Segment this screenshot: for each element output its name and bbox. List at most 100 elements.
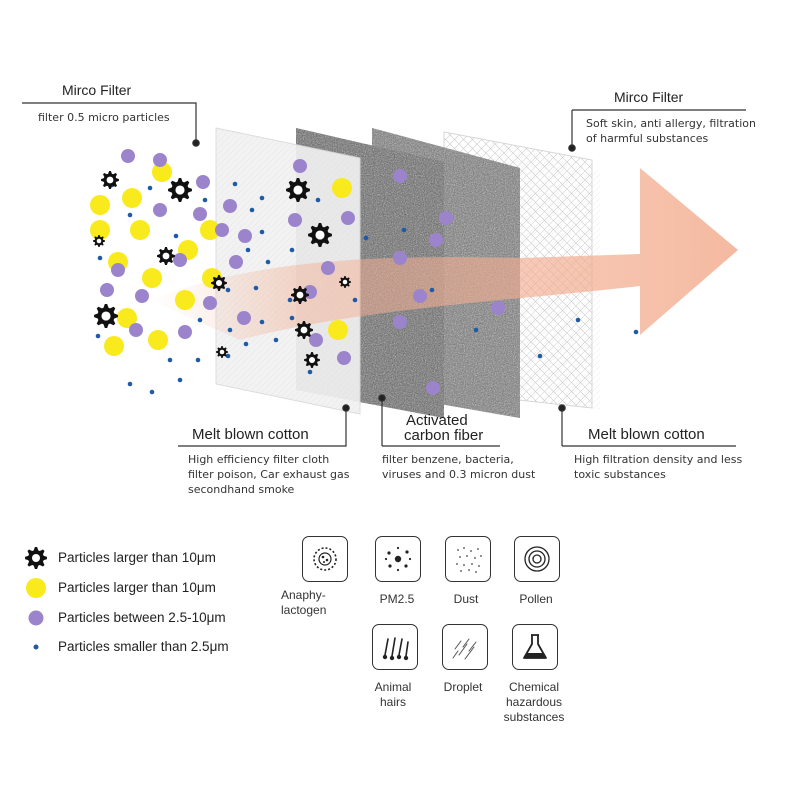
dust-label: Dust <box>453 592 479 606</box>
gear-particle <box>295 321 313 339</box>
dust-icon <box>445 536 491 582</box>
yellow-circle-icon <box>26 578 46 598</box>
blue-particle <box>243 341 249 347</box>
blue-particle <box>259 229 265 235</box>
anaphylactogen-label-2: lactogen <box>281 603 327 617</box>
blue-particle <box>315 197 321 203</box>
purple-particle <box>413 289 427 303</box>
purple-particle <box>203 296 217 310</box>
blue-particle <box>289 247 295 253</box>
yellow-particle <box>130 220 150 240</box>
blue-particle <box>473 327 479 333</box>
blue-particle <box>352 297 358 303</box>
legend-markers <box>25 547 47 650</box>
blue-particle <box>401 227 407 233</box>
blue-particle <box>225 353 231 359</box>
purple-particle <box>223 199 237 213</box>
blue-particle <box>195 357 201 363</box>
purple-particle <box>439 211 453 225</box>
yellow-particle <box>328 320 348 340</box>
purple-particle <box>321 261 335 275</box>
gear-particle <box>157 247 175 265</box>
blue-particle <box>259 195 265 201</box>
purple-particle <box>196 175 210 189</box>
blue-particle <box>232 181 238 187</box>
carbon-title-2: carbon fiber <box>404 427 484 444</box>
chemical-label-1: Chemical <box>508 680 559 694</box>
purple-particle <box>238 229 252 243</box>
melt-left-desc-2: filter poison, Car exhaust gas <box>188 468 350 481</box>
blue-particle <box>197 317 203 323</box>
yellow-particle <box>152 162 172 182</box>
gear-particle <box>286 178 310 202</box>
droplet-label: Droplet <box>443 680 483 694</box>
purple-particle <box>173 253 187 267</box>
animal-hairs-icon <box>372 624 418 670</box>
blue-particle <box>173 233 179 239</box>
top-right-desc-2: of harmful substances <box>586 132 709 145</box>
chemical-label-3: substances <box>503 710 565 724</box>
top-right-desc-1: Soft skin, anti allergy, filtration <box>586 117 756 130</box>
purple-particle <box>309 333 323 347</box>
purple-particle <box>100 283 114 297</box>
purple-particle <box>135 289 149 303</box>
carbon-title-1: Activated <box>406 412 468 429</box>
blue-particle <box>202 197 208 203</box>
yellow-particle <box>122 188 142 208</box>
purple-particle <box>153 153 167 167</box>
blue-particle <box>95 333 101 339</box>
animal-hairs-label-2: hairs <box>379 695 406 709</box>
pm25-label: PM2.5 <box>379 592 415 606</box>
carbon-desc-1: filter benzene, bacteria, <box>382 453 514 466</box>
purple-particle <box>121 149 135 163</box>
blue-particle <box>225 287 231 293</box>
pollen-icon <box>514 536 560 582</box>
yellow-particle <box>142 268 162 288</box>
yellow-particle <box>90 195 110 215</box>
blue-particle <box>289 315 295 321</box>
blue-particle <box>265 259 271 265</box>
blue-particle <box>575 317 581 323</box>
blue-particle <box>537 353 543 359</box>
gear-particle <box>304 352 320 368</box>
purple-particle <box>393 169 407 183</box>
purple-particle <box>337 351 351 365</box>
animal-hairs-label-1: Animal <box>374 680 412 694</box>
anaphylactogen-label-1: Anaphy- <box>281 588 326 602</box>
purple-particle <box>153 203 167 217</box>
blue-particle <box>249 207 255 213</box>
legend-item-purple: Particles between 2.5-10μm <box>58 610 226 625</box>
blue-particle <box>227 327 233 333</box>
purple-particle <box>341 211 355 225</box>
blue-dot-icon <box>33 644 39 650</box>
purple-particle <box>229 255 243 269</box>
purple-circle-icon <box>28 610 44 626</box>
blue-particle <box>149 389 155 395</box>
melt-left-title: Melt blown cotton <box>192 426 309 443</box>
chemical-icon <box>512 624 558 670</box>
purple-particle <box>129 323 143 337</box>
blue-particle <box>259 319 265 325</box>
gear-particle <box>101 171 119 189</box>
yellow-particle <box>332 178 352 198</box>
blue-particle <box>245 247 251 253</box>
purple-particle <box>426 381 440 395</box>
legend-item-gear: Particles larger than 10μm <box>58 550 216 565</box>
legend-item-blue: Particles smaller than 2.5μm <box>58 639 229 654</box>
gear-particle <box>93 235 105 247</box>
purple-particle <box>393 315 407 329</box>
legend-item-yellow: Particles larger than 10μm <box>58 580 216 595</box>
carbon-desc-2: viruses and 0.3 micron dust <box>382 468 536 481</box>
gear-particle <box>339 276 351 288</box>
pollen-label: Pollen <box>519 592 553 606</box>
melt-left-desc-3: secondhand smoke <box>188 483 295 496</box>
yellow-particle <box>148 330 168 350</box>
purple-particle <box>193 207 207 221</box>
melt-right-desc-2: toxic substances <box>574 468 666 481</box>
gear-particle <box>211 275 227 291</box>
purple-particle <box>429 233 443 247</box>
gear-particle <box>168 178 192 202</box>
melt-right-desc-1: High filtration density and less <box>574 453 743 466</box>
gear-particle <box>308 223 332 247</box>
